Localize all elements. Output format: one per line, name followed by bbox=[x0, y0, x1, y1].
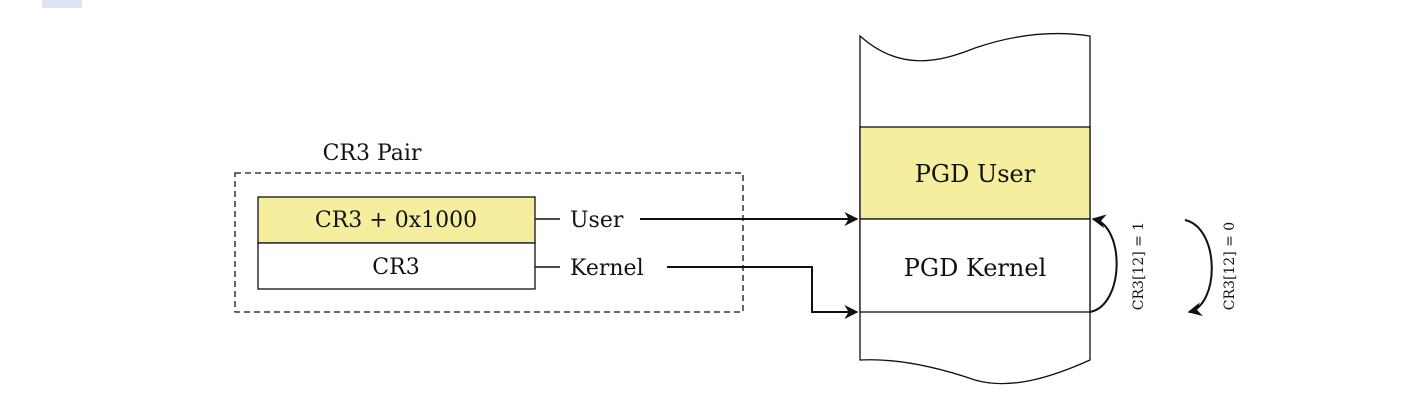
switch-to-kernel-label: CR3[12] = 0 bbox=[1222, 222, 1238, 310]
cr3-user-label: CR3 + 0x1000 bbox=[315, 208, 477, 233]
user-link-label: User bbox=[570, 208, 624, 233]
pgd-kernel-label: PGD Kernel bbox=[904, 254, 1047, 282]
kernel-link-label: Kernel bbox=[570, 256, 644, 281]
pgd-kernel-region bbox=[859, 218, 1091, 313]
pgd-user-region bbox=[859, 126, 1091, 220]
corner-tab bbox=[42, 0, 82, 8]
cr3-pair-group bbox=[234, 172, 744, 313]
switch-to-user-arrow bbox=[1089, 214, 1118, 313]
cr3-kernel-label: CR3 bbox=[372, 255, 419, 280]
cr3-pair-title: CR3 Pair bbox=[323, 141, 422, 166]
kernel-arrow bbox=[667, 266, 859, 319]
pgd-user-label: PGD User bbox=[915, 160, 1036, 188]
switch-to-kernel-arrow bbox=[1184, 219, 1213, 317]
switch-to-user-label: CR3[12] = 1 bbox=[1131, 222, 1147, 310]
cr3-kernel-box bbox=[257, 242, 536, 290]
